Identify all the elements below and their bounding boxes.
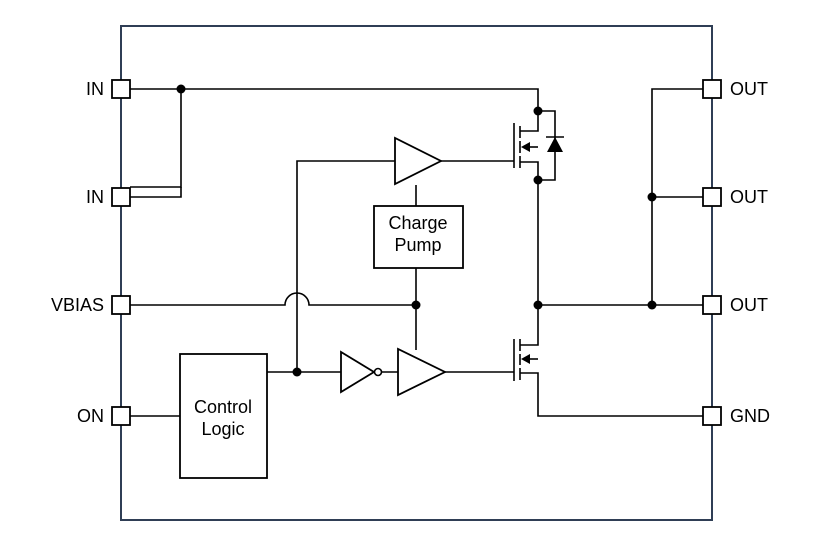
pin-label-out-1: OUT: [730, 79, 768, 99]
charge-pump-label-2: Pump: [394, 235, 441, 255]
fet2-arrow: [521, 354, 530, 364]
pin-on: [111, 406, 131, 426]
pin-label-in-1: IN: [86, 79, 104, 99]
pin-label-on: ON: [77, 406, 104, 426]
wire-in2: [130, 89, 182, 188]
control-logic-label-2: Logic: [201, 419, 244, 439]
fet1-sd: [520, 111, 539, 180]
pin-vbias: [111, 295, 131, 315]
junction-dot: [647, 300, 657, 310]
control-logic-label-1: Control: [194, 397, 252, 417]
wire-vbias: [130, 292, 416, 306]
charge-pump-block: [373, 205, 464, 269]
pin-out-2: [702, 187, 722, 207]
wire-in-rail: [130, 88, 539, 111]
charge-pump-label-1: Charge: [388, 213, 447, 233]
inverter: [340, 350, 376, 394]
pin-out-1: [702, 79, 722, 99]
junction-dot: [292, 367, 302, 377]
body-diode-icon: [547, 137, 563, 152]
pin-label-out-3: OUT: [730, 295, 768, 315]
pin-label-gnd: GND: [730, 406, 770, 426]
pin-label-out-2: OUT: [730, 187, 768, 207]
junction-dot: [176, 84, 186, 94]
pin-out-3: [702, 295, 722, 315]
package-outline: [120, 25, 713, 521]
pin-in-2: [111, 187, 131, 207]
wire-ctrl-top: [296, 160, 395, 372]
control-logic-block: [179, 353, 268, 479]
pin-in-1: [111, 79, 131, 99]
wire-out-1: [651, 88, 706, 305]
gate-driver-bottom: [397, 347, 448, 397]
junction-dot: [411, 300, 421, 310]
junction-dot: [533, 300, 543, 310]
junction-dot: [647, 192, 657, 202]
pin-gnd: [702, 406, 722, 426]
pin-label-vbias: VBIAS: [51, 295, 104, 315]
fet1-arrow: [521, 142, 530, 152]
junction-dot: [533, 175, 543, 185]
fet2-sd: [520, 333, 706, 417]
inverter-bubble: [373, 367, 383, 377]
wire-in2-attach: [130, 187, 182, 198]
pin-label-in-2: IN: [86, 187, 104, 207]
junction-dot: [533, 106, 543, 116]
gate-driver-top: [394, 136, 444, 186]
